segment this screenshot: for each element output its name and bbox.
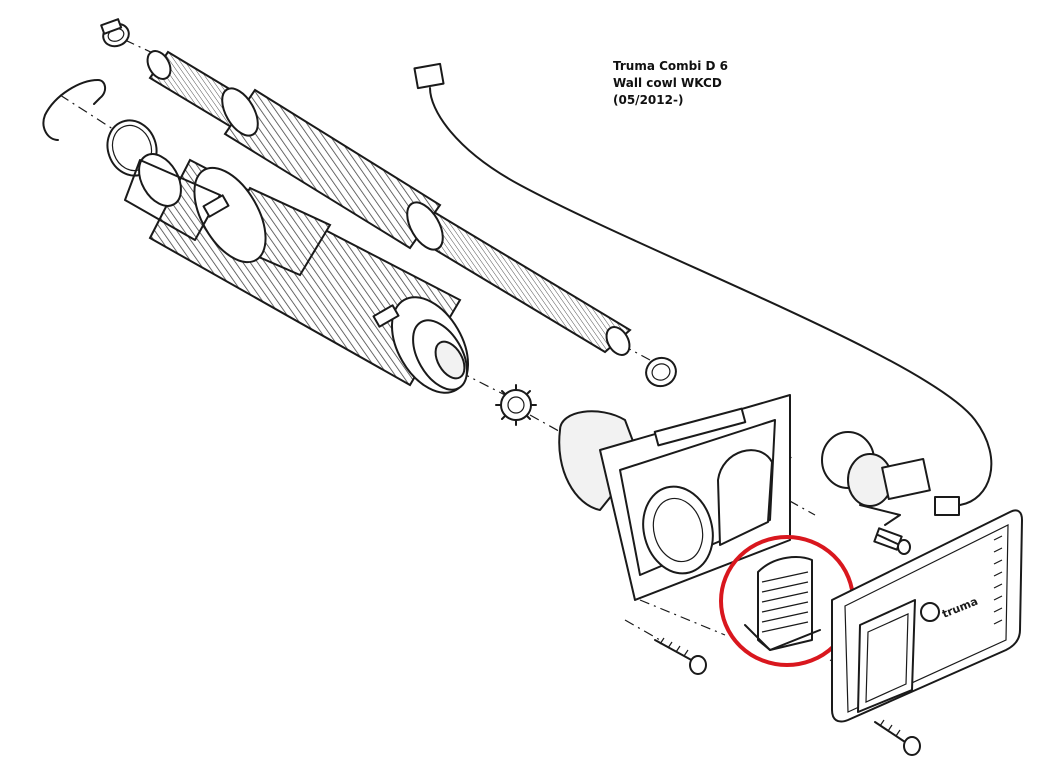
screw-bottom: [874, 719, 921, 756]
cable-harness: [413, 62, 993, 516]
diagram-caption: Truma Combi D 6 Wall cowl WKCD (05/2012-…: [613, 58, 728, 109]
caption-date-range: (05/2012-): [613, 93, 684, 107]
caption-part: Wall cowl WKCD: [613, 76, 722, 90]
retaining-clip: [42, 79, 106, 141]
exhaust-duct: [124, 153, 469, 394]
hose-clamp-small: [645, 356, 677, 388]
outer-cover-panel: truma: [831, 509, 1023, 723]
caption-model: Truma Combi D 6: [613, 59, 729, 73]
fan-assembly: [821, 431, 931, 551]
wall-cowl-housing: [558, 394, 791, 601]
air-intake-hose: [146, 50, 632, 356]
screw-left: [654, 637, 707, 675]
cowl-cover-grille: [744, 556, 821, 651]
screw-fan: [877, 534, 911, 555]
hose-clamp-top: [100, 18, 130, 48]
star-washer: [495, 384, 537, 426]
